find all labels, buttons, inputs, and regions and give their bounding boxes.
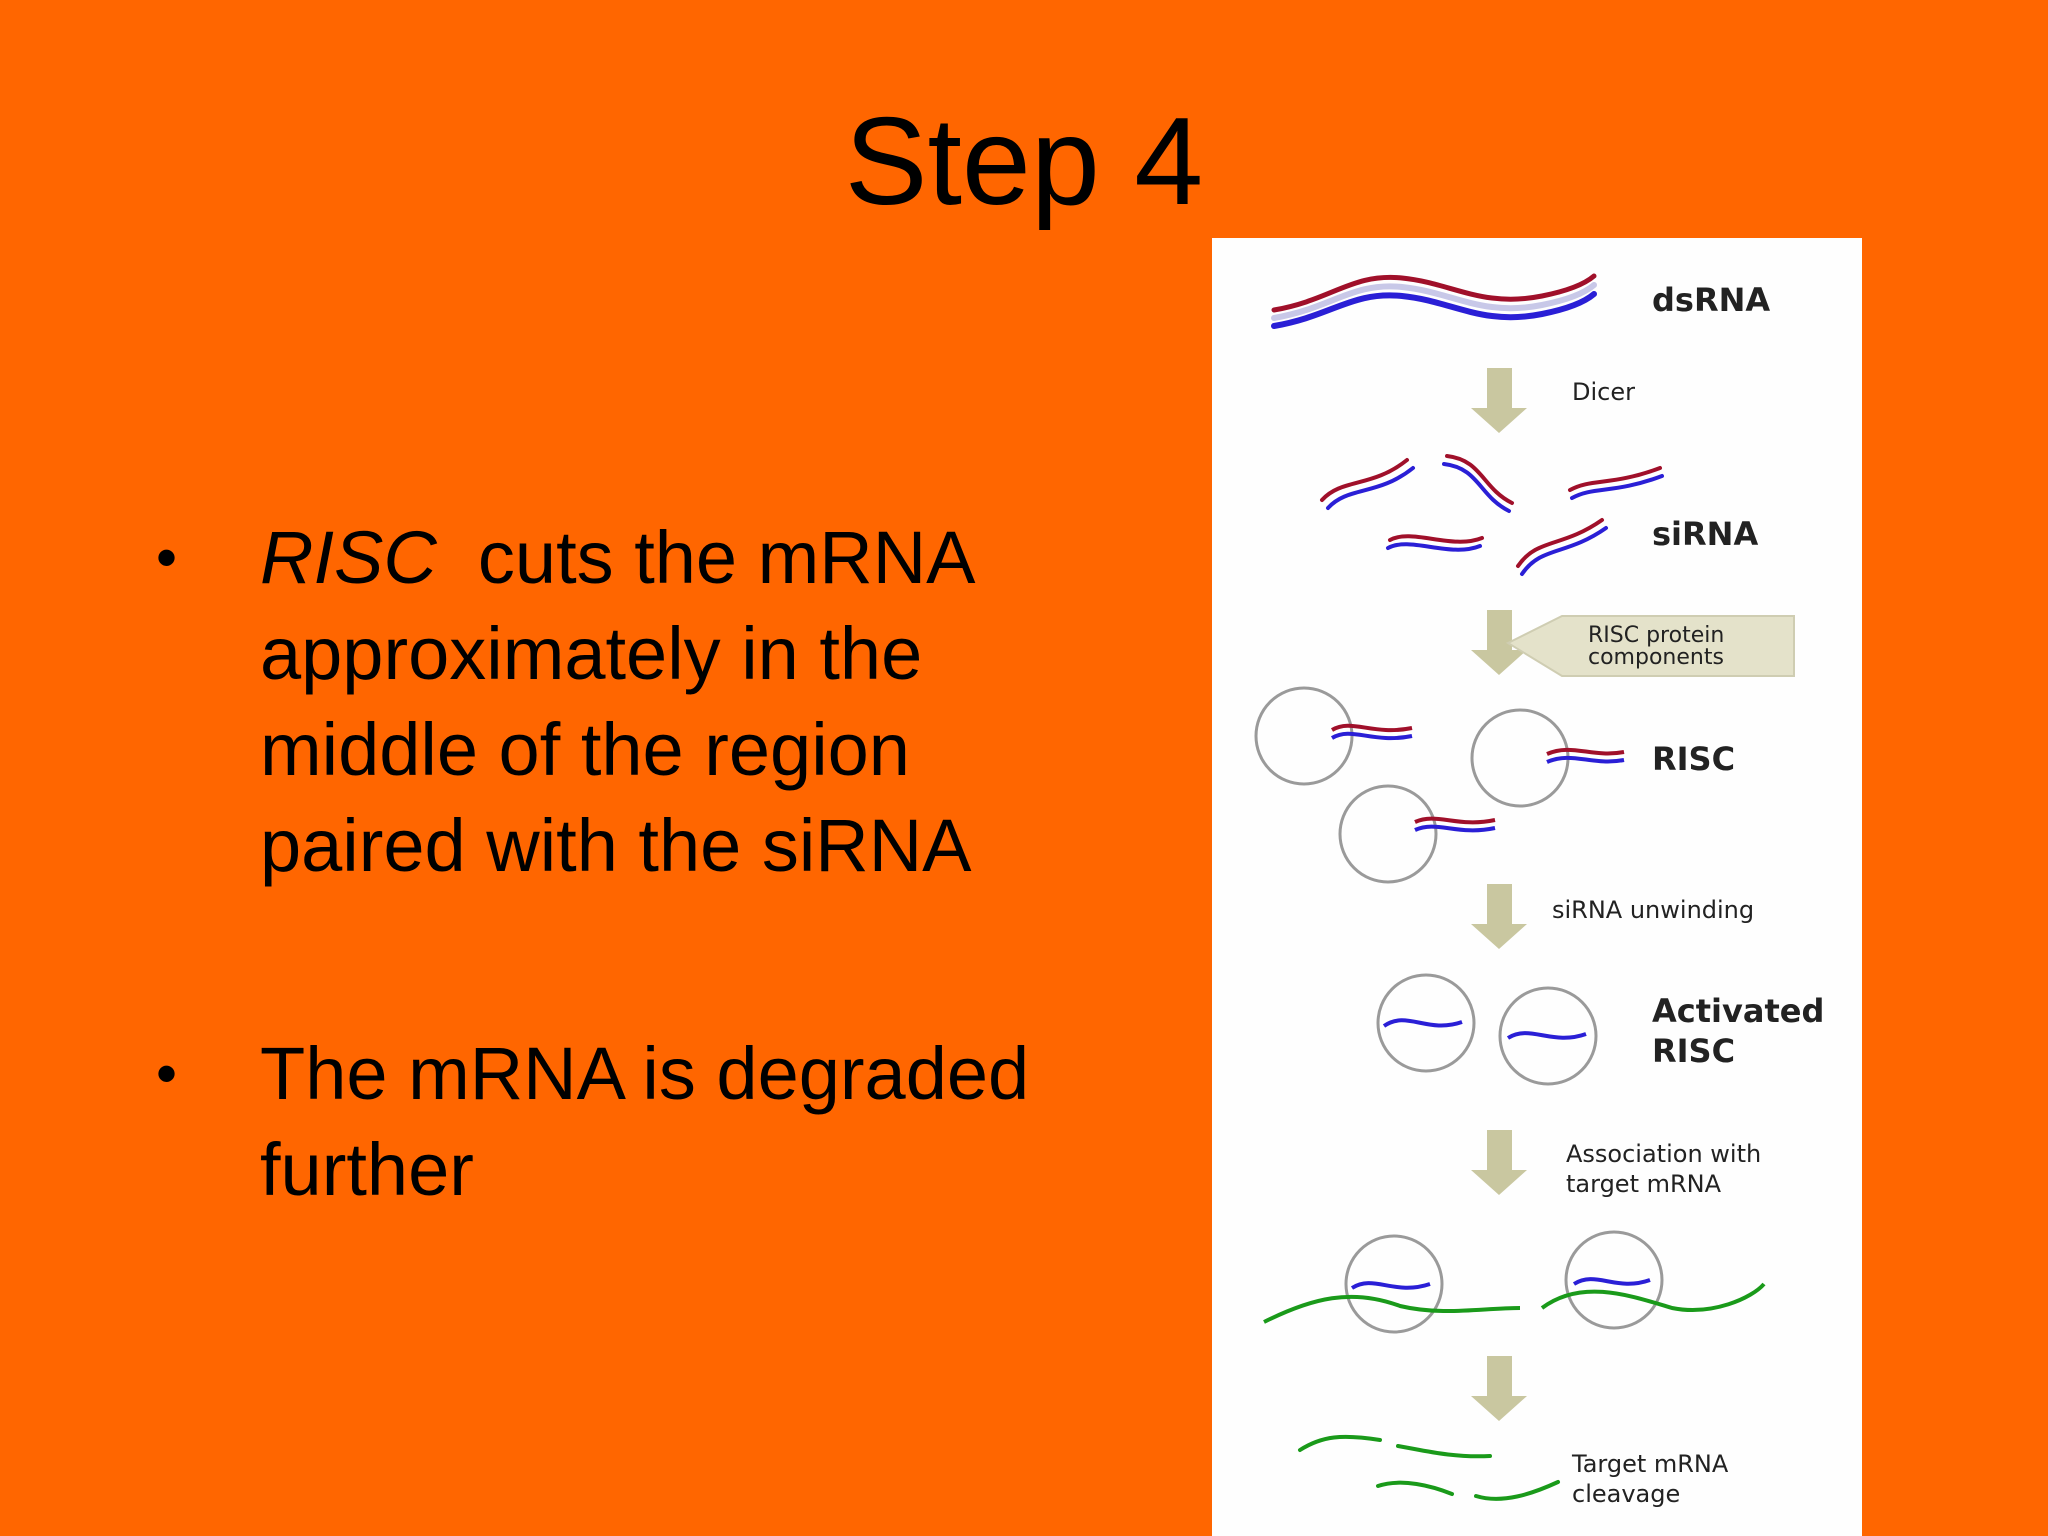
bullet-list: • RISC cuts the mRNA approximately in th… [150,510,1050,1218]
bullet-text: cuts the mRNA approximately in the middl… [260,516,992,887]
bullet-italic-term: RISC [260,516,437,599]
risc-protein-callout [1505,615,1795,677]
sirna-fragments [1320,454,1664,576]
sirna-unwinding-label: siRNA unwinding [1552,896,1754,924]
dicer-label: Dicer [1572,378,1635,406]
risc-protein-label-line2: components [1588,645,1724,670]
down-arrow-icon [1471,1356,1527,1421]
bullet-text: The mRNA is degraded further [260,1032,1030,1211]
cleavage-label-line2: cleavage [1572,1480,1680,1508]
activated-risc-complexes [1376,973,1598,1086]
risc-label: RISC [1652,740,1735,778]
bullet-dot-icon: • [156,1040,178,1107]
rnai-pathway-svg: dsRNA Dicer siRNA RISC protein [1254,273,1824,1508]
bullet-item: • The mRNA is degraded further [150,1026,1050,1218]
dsrna-strands [1271,273,1597,329]
rnai-pathway-diagram: dsRNA Dicer siRNA RISC protein [1212,238,1862,1536]
down-arrow-icon [1471,368,1527,433]
association-label-line1: Association with [1566,1140,1761,1168]
risc-complexes [1254,686,1625,884]
down-arrow-icon [1471,1130,1527,1195]
association-label-line2: target mRNA [1566,1170,1722,1198]
down-arrow-icon [1471,610,1527,675]
down-arrow-icon [1471,884,1527,949]
cleaved-mrna-fragments [1298,1434,1560,1501]
dsrna-label: dsRNA [1652,281,1770,319]
bullet-item: • RISC cuts the mRNA approximately in th… [150,510,1050,894]
slide-title: Step 4 [844,93,1204,231]
target-association [1263,1230,1766,1334]
bullet-dot-icon: • [156,524,178,591]
activated-risc-label-line2: RISC [1652,1032,1735,1070]
activated-risc-label-line1: Activated [1652,992,1824,1030]
cleavage-label-line1: Target mRNA [1571,1450,1729,1478]
risc-protein-label-line1: RISC protein [1588,623,1724,648]
sirna-label: siRNA [1652,515,1758,553]
